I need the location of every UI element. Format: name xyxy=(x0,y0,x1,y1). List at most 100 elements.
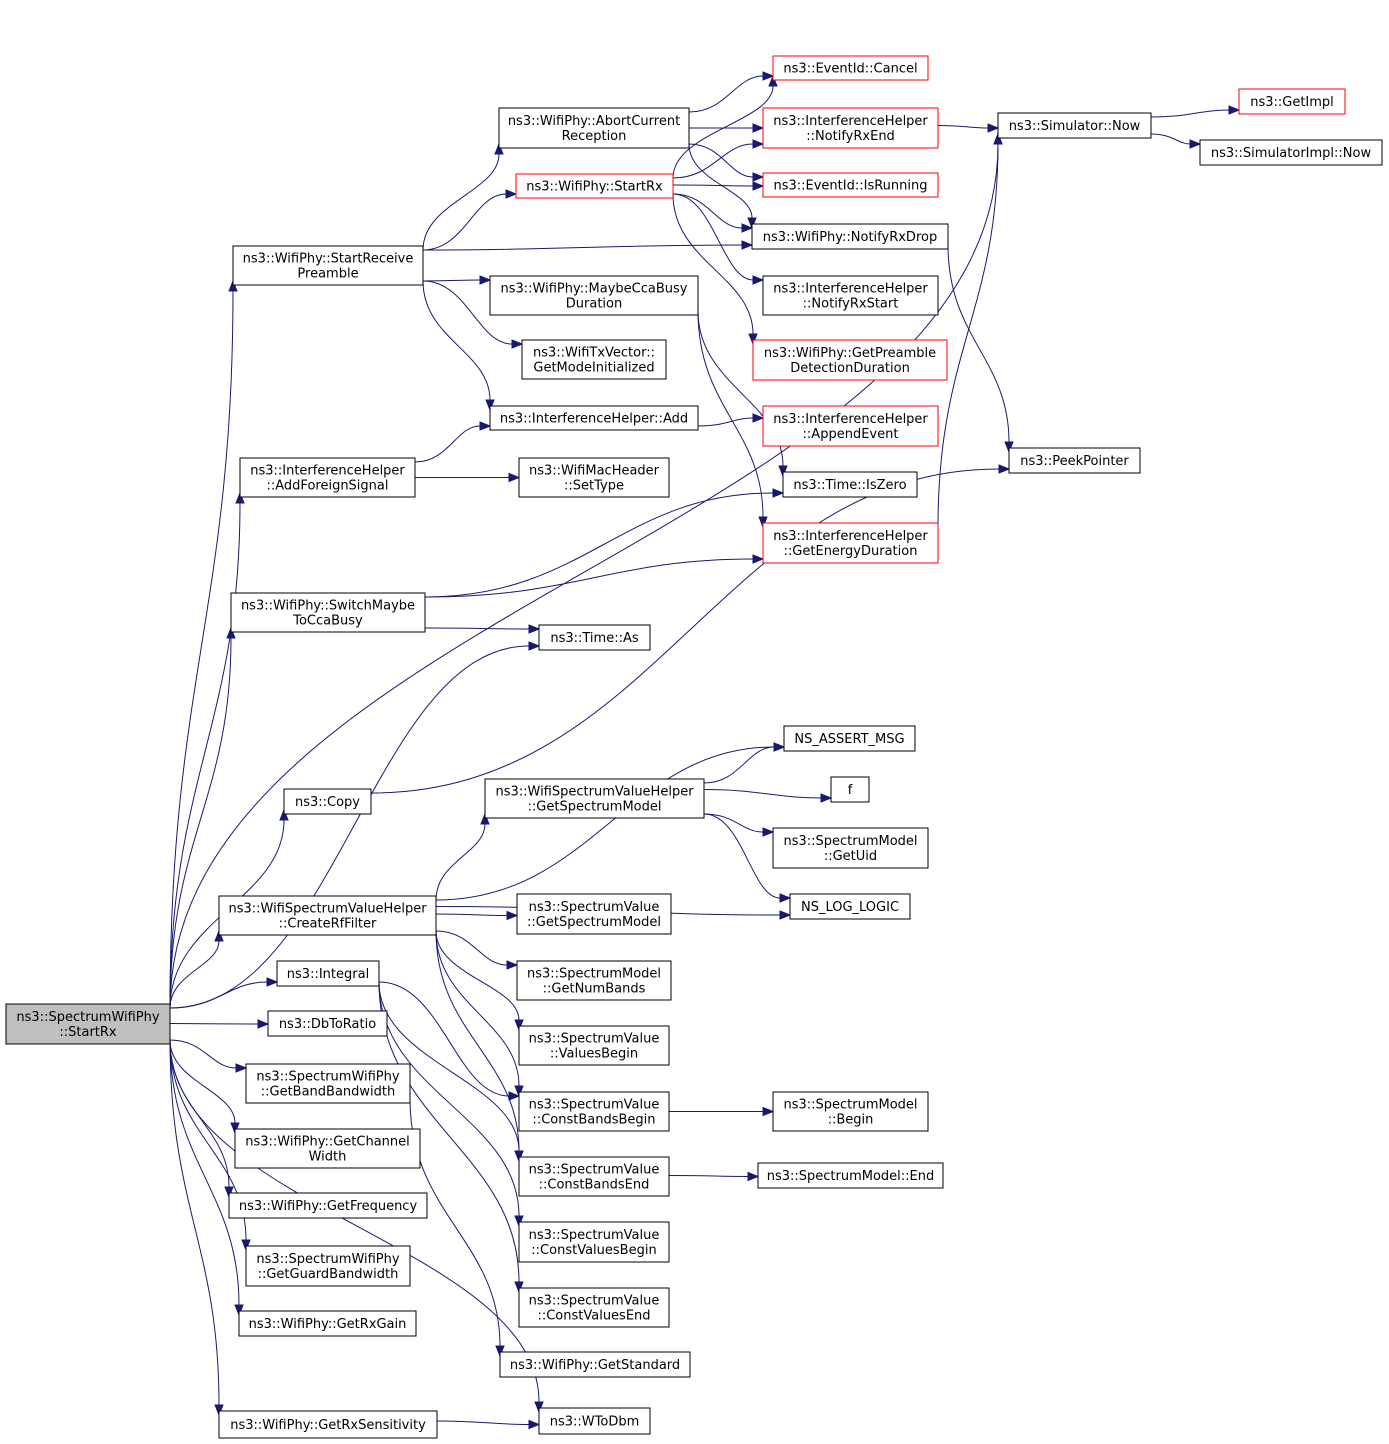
node-sv-valuesbegin[interactable]: ns3::SpectrumValue::ValuesBegin xyxy=(518,1025,670,1066)
node-box[interactable] xyxy=(232,245,424,286)
node-wtodbm[interactable]: ns3::WToDbm xyxy=(538,1407,651,1435)
node-getpreambledet[interactable]: ns3::WifiPhy::GetPreambleDetectionDurati… xyxy=(752,339,948,381)
node-box[interactable] xyxy=(283,788,372,815)
node-getfrequency[interactable]: ns3::WifiPhy::GetFrequency xyxy=(228,1192,428,1219)
node-box[interactable] xyxy=(1238,88,1346,115)
node-createrffilter[interactable]: ns3::WifiSpectrumValueHelper::CreateRfFi… xyxy=(218,895,437,936)
node-box[interactable] xyxy=(218,895,437,936)
node-sv-constbandsend[interactable]: ns3::SpectrumValue::ConstBandsEnd xyxy=(518,1156,670,1197)
node-box[interactable] xyxy=(516,960,672,1001)
node-ns-log-logic[interactable]: NS_LOG_LOGIC xyxy=(789,893,911,920)
node-sm-end[interactable]: ns3::SpectrumModel::End xyxy=(757,1162,944,1189)
node-box[interactable] xyxy=(789,893,911,920)
node-box[interactable] xyxy=(1199,139,1383,166)
node-box[interactable] xyxy=(772,1091,929,1132)
node-sv-constvaluesend[interactable]: ns3::SpectrumValue::ConstValuesEnd xyxy=(518,1287,670,1328)
node-box[interactable] xyxy=(245,1245,411,1287)
node-time-iszero[interactable]: ns3::Time::IsZero xyxy=(782,471,918,498)
node-box[interactable] xyxy=(518,1156,670,1197)
node-box[interactable] xyxy=(228,1192,428,1219)
node-box[interactable] xyxy=(218,1410,438,1439)
node-settype[interactable]: ns3::WifiMacHeader::SetType xyxy=(518,457,670,498)
node-box[interactable] xyxy=(538,624,651,651)
node-box[interactable] xyxy=(782,471,918,498)
node-ih-notifyrxstart[interactable]: ns3::InterferenceHelper::NotifyRxStart xyxy=(762,275,939,316)
node-sv-constvaluesbegin[interactable]: ns3::SpectrumValue::ConstValuesBegin xyxy=(518,1221,670,1263)
node-wifiphy-startrx[interactable]: ns3::WifiPhy::StartRx xyxy=(515,173,674,199)
node-box[interactable] xyxy=(518,457,670,498)
node-box[interactable] xyxy=(1008,447,1141,474)
node-time-as[interactable]: ns3::Time::As xyxy=(538,624,651,651)
node-box[interactable] xyxy=(499,1351,691,1378)
node-box[interactable] xyxy=(830,776,870,803)
node-box[interactable] xyxy=(276,960,380,987)
node-box[interactable] xyxy=(752,339,948,381)
node-dbtoratio[interactable]: ns3::DbToRatio xyxy=(267,1010,388,1037)
node-box[interactable] xyxy=(234,1128,421,1169)
node-root[interactable]: ns3::SpectrumWifiPhy::StartRx xyxy=(5,1003,171,1045)
node-ns-assert-msg[interactable]: NS_ASSERT_MSG xyxy=(783,725,916,752)
node-box[interactable] xyxy=(762,172,939,198)
node-sm-getnumbands[interactable]: ns3::SpectrumModel::GetNumBands xyxy=(516,960,672,1001)
node-simulatorimpl-now[interactable]: ns3::SimulatorImpl::Now xyxy=(1199,139,1383,166)
node-box[interactable] xyxy=(518,1221,670,1263)
node-box[interactable] xyxy=(498,107,690,149)
node-getbandbandwidth[interactable]: ns3::SpectrumWifiPhy::GetBandBandwidth xyxy=(245,1063,411,1104)
node-addforeignsignal[interactable]: ns3::InterferenceHelper::AddForeignSigna… xyxy=(239,457,416,498)
node-box[interactable] xyxy=(521,339,667,380)
node-box[interactable] xyxy=(538,1407,651,1435)
node-box[interactable] xyxy=(762,275,939,316)
node-box[interactable] xyxy=(515,173,674,199)
node-box[interactable] xyxy=(484,778,705,819)
node-box[interactable] xyxy=(783,725,916,752)
node-getmodeinit[interactable]: ns3::WifiTxVector::GetModeInitialized xyxy=(521,339,667,380)
node-notifyrxdrop[interactable]: ns3::WifiPhy::NotifyRxDrop xyxy=(751,223,949,250)
node-box[interactable] xyxy=(772,55,929,81)
node-box[interactable] xyxy=(239,457,416,498)
node-wsvh-getspectrummodel[interactable]: ns3::WifiSpectrumValueHelper::GetSpectru… xyxy=(484,778,705,819)
node-ih-getenergy[interactable]: ns3::InterferenceHelper::GetEnergyDurati… xyxy=(762,522,939,564)
node-eventid-isrunning[interactable]: ns3::EventId::IsRunning xyxy=(762,172,939,198)
node-box[interactable] xyxy=(230,592,426,633)
node-box[interactable] xyxy=(489,405,699,431)
node-ih-add[interactable]: ns3::InterferenceHelper::Add xyxy=(489,405,699,431)
node-box[interactable] xyxy=(997,112,1152,139)
node-box[interactable] xyxy=(751,223,949,250)
node-getimpl[interactable]: ns3::GetImpl xyxy=(1238,88,1346,115)
node-simulator-now[interactable]: ns3::Simulator::Now xyxy=(997,112,1152,139)
node-eventid-cancel[interactable]: ns3::EventId::Cancel xyxy=(772,55,929,81)
node-f[interactable]: f xyxy=(830,776,870,803)
node-box[interactable] xyxy=(518,1287,670,1328)
node-box[interactable] xyxy=(762,522,939,564)
node-sm-getuid[interactable]: ns3::SpectrumModel::GetUid xyxy=(772,827,929,869)
node-box[interactable] xyxy=(772,827,929,869)
node-getguardbandwidth[interactable]: ns3::SpectrumWifiPhy::GetGuardBandwidth xyxy=(245,1245,411,1287)
node-copy[interactable]: ns3::Copy xyxy=(283,788,372,815)
node-box[interactable] xyxy=(762,405,939,447)
node-box[interactable] xyxy=(489,275,699,316)
node-getrxsensitivity[interactable]: ns3::WifiPhy::GetRxSensitivity xyxy=(218,1410,438,1439)
node-box[interactable] xyxy=(757,1162,944,1189)
node-box[interactable] xyxy=(5,1003,171,1045)
node-box[interactable] xyxy=(245,1063,411,1104)
node-sv-constbandsbegin[interactable]: ns3::SpectrumValue::ConstBandsBegin xyxy=(518,1091,670,1132)
node-box[interactable] xyxy=(518,1025,670,1066)
node-ih-appendevent[interactable]: ns3::InterferenceHelper::AppendEvent xyxy=(762,405,939,447)
node-box[interactable] xyxy=(238,1310,417,1337)
node-box[interactable] xyxy=(516,893,672,935)
node-box[interactable] xyxy=(518,1091,670,1132)
node-box[interactable] xyxy=(762,107,939,149)
node-integral[interactable]: ns3::Integral xyxy=(276,960,380,987)
node-getrxgain[interactable]: ns3::WifiPhy::GetRxGain xyxy=(238,1310,417,1337)
node-ih-notifyrxend[interactable]: ns3::InterferenceHelper::NotifyRxEnd xyxy=(762,107,939,149)
node-sv-getspectrummodel[interactable]: ns3::SpectrumValue::GetSpectrumModel xyxy=(516,893,672,935)
node-peekpointer[interactable]: ns3::PeekPointer xyxy=(1008,447,1141,474)
node-box[interactable] xyxy=(267,1010,388,1037)
node-getstandard[interactable]: ns3::WifiPhy::GetStandard xyxy=(499,1351,691,1378)
node-sm-begin[interactable]: ns3::SpectrumModel::Begin xyxy=(772,1091,929,1132)
